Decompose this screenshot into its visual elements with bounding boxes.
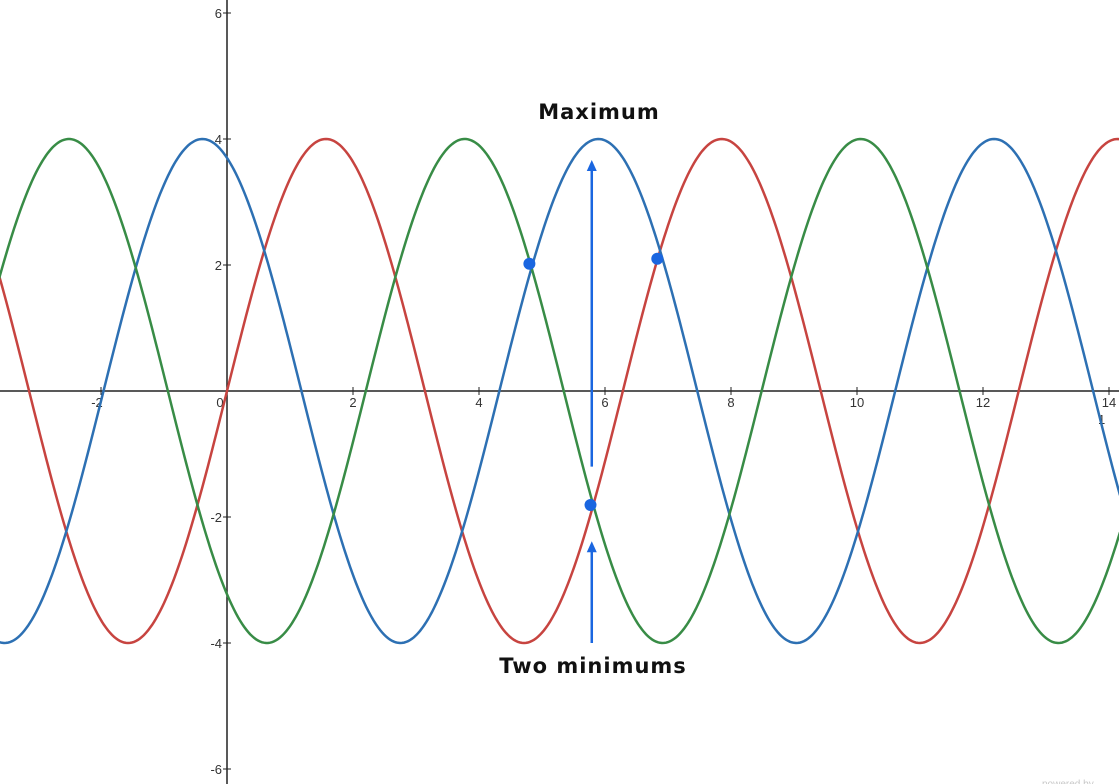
x-tick-label: 12: [976, 395, 990, 410]
x-tick-label: 8: [727, 395, 734, 410]
x-tick-label: -2: [91, 395, 103, 410]
stray-label: 1: [1098, 412, 1105, 427]
y-tick-label: -6: [210, 762, 222, 777]
x-tick-label: 2: [349, 395, 356, 410]
y-tick-label: -2: [210, 510, 222, 525]
data-point: [651, 252, 664, 265]
data-point: [523, 257, 536, 270]
curve-red: [0, 137, 1119, 645]
annotation-maximum: Maximum: [538, 100, 660, 124]
x-tick-label: 0: [216, 395, 223, 410]
y-tick-label: 2: [215, 258, 222, 273]
data-point: [584, 499, 597, 512]
y-tick-label: -4: [210, 636, 222, 651]
x-tick-label: 6: [601, 395, 608, 410]
annotation-arrows: [586, 160, 597, 643]
arrow-head-icon: [586, 541, 597, 553]
x-tick-label: 4: [475, 395, 482, 410]
arrow-head-icon: [586, 160, 597, 172]
x-tick-label: 14: [1102, 395, 1116, 410]
y-tick-label: 6: [215, 6, 222, 21]
curve-blue: [0, 137, 1119, 645]
curves: [0, 137, 1119, 645]
y-tick-label: 4: [215, 132, 222, 147]
curve-green: [0, 137, 1119, 645]
annotation-two-minimums: Two minimums: [499, 654, 687, 678]
data-points: [523, 252, 664, 512]
powered-by-credit: powered by: [1042, 779, 1094, 784]
x-tick-label: 10: [850, 395, 864, 410]
